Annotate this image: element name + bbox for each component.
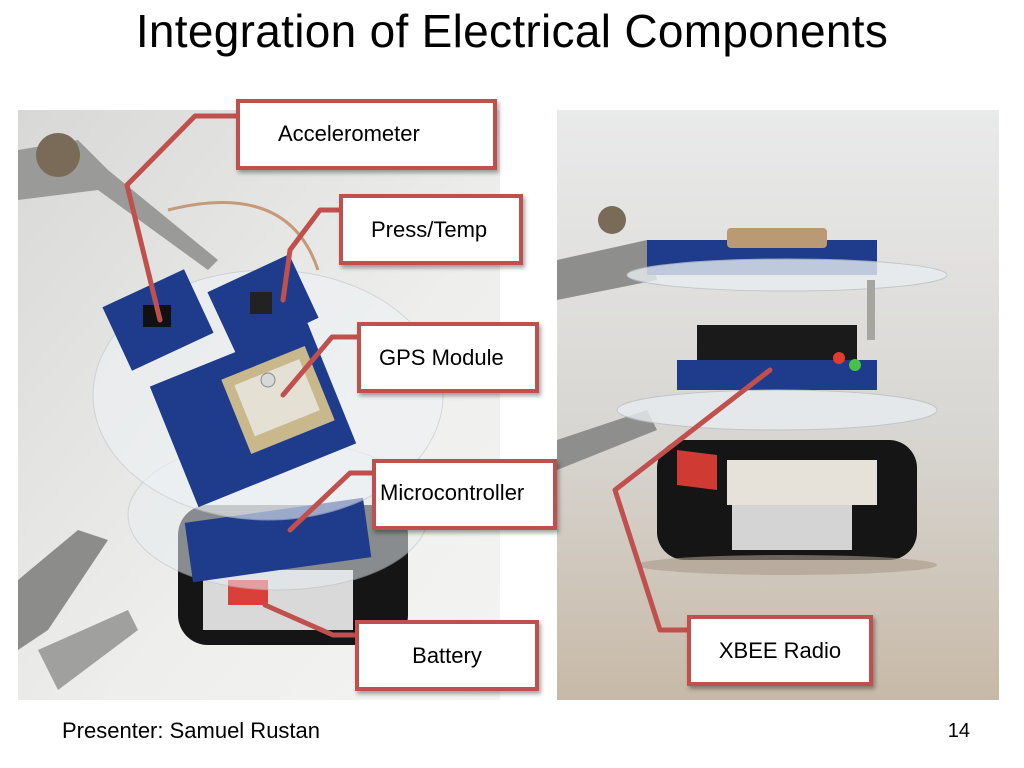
xbee-radio-label: XBEE Radio xyxy=(718,637,842,663)
battery-label: Battery xyxy=(412,642,482,668)
battery-callout: Battery xyxy=(355,620,539,691)
slide-page-number: 14 xyxy=(947,720,970,742)
microcontroller-label: Microcontroller xyxy=(380,480,525,505)
microcontroller-callout: Microcontroller xyxy=(372,459,557,530)
slide-title: Integration of Electrical Components xyxy=(135,5,889,57)
press-temp-callout: Press/Temp xyxy=(339,194,523,265)
presenter-credit: Presenter: Samuel Rustan xyxy=(62,718,321,743)
xbee-radio-callout: XBEE Radio xyxy=(687,615,873,686)
accelerometer-callout: Accelerometer xyxy=(236,99,497,170)
press-temp-label: Press/Temp xyxy=(371,217,488,242)
accelerometer-label: Accelerometer xyxy=(278,121,420,146)
gps-module-label: GPS Module xyxy=(379,345,504,370)
right-side-view-photo xyxy=(557,110,999,700)
gps-module-callout: GPS Module xyxy=(357,322,539,393)
